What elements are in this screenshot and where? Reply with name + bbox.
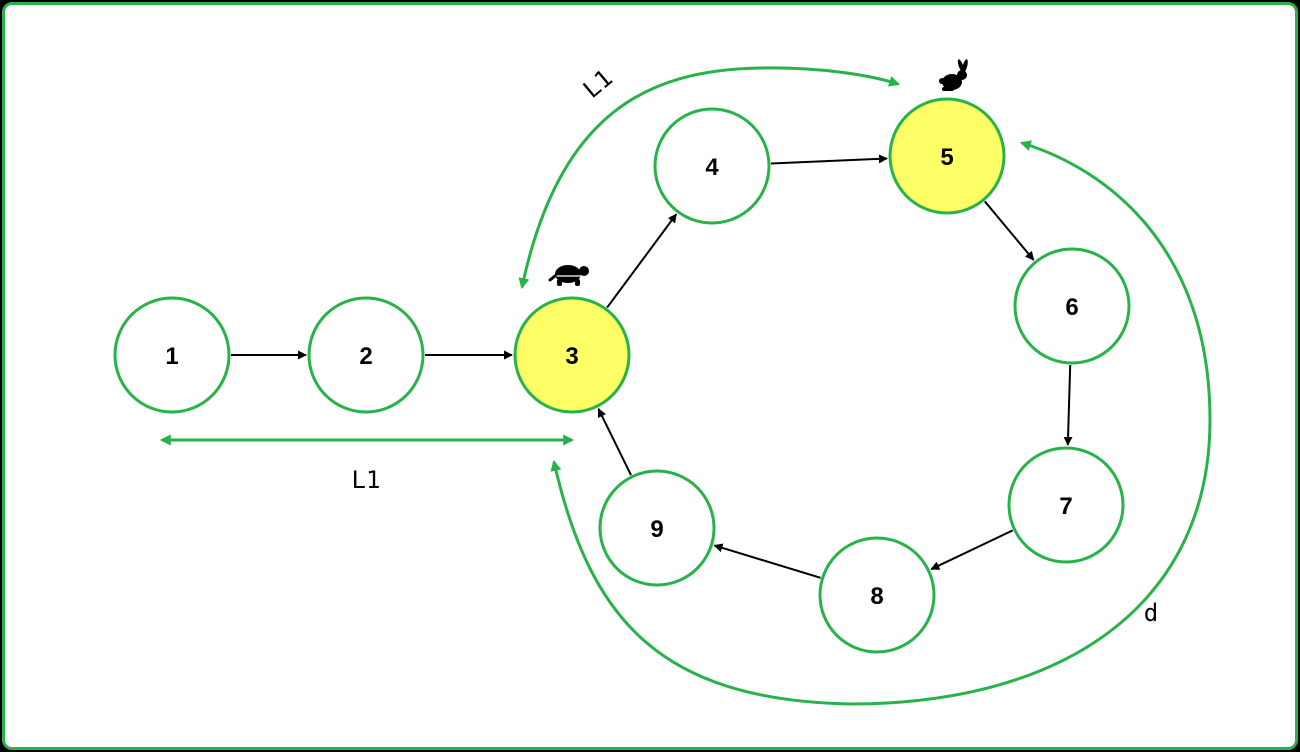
node-label: 9 xyxy=(650,516,663,543)
node-circle xyxy=(307,296,425,414)
node-6: 6 xyxy=(1013,247,1131,365)
edge-3-4 xyxy=(606,213,678,309)
node-7: 7 xyxy=(1007,446,1125,564)
node-circle xyxy=(598,469,716,587)
d-loop-arrow xyxy=(550,140,1212,706)
node-circle xyxy=(513,296,631,414)
annotation-curves xyxy=(159,66,1212,706)
node-9: 9 xyxy=(598,469,716,587)
d-label: d xyxy=(1144,599,1158,627)
node-3: 3 xyxy=(513,296,631,414)
node-2: 2 xyxy=(307,296,425,414)
edge-9-3 xyxy=(597,408,632,476)
node-label: 7 xyxy=(1059,493,1072,520)
node-label: 2 xyxy=(359,343,372,370)
node-5: 5 xyxy=(888,97,1006,215)
nodes-layer: 1 2 3 4 5 6 7 8 9 xyxy=(113,97,1131,654)
node-circle xyxy=(1007,446,1125,564)
node-label: 1 xyxy=(165,343,178,370)
node-circle xyxy=(818,536,936,654)
node-circle xyxy=(1013,247,1131,365)
node-8: 8 xyxy=(818,536,936,654)
edge-7-8 xyxy=(930,529,1014,571)
node-label: 6 xyxy=(1065,294,1078,321)
edge-8-9 xyxy=(713,543,821,579)
node-circle xyxy=(888,97,1006,215)
node-circle xyxy=(653,107,771,225)
node-label: 8 xyxy=(870,583,883,610)
node-label: 3 xyxy=(565,343,578,370)
node-label: 5 xyxy=(940,144,953,171)
rabbit-icon xyxy=(939,59,968,91)
edge-5-6 xyxy=(984,200,1035,261)
l1-top-label: L1 xyxy=(578,64,618,104)
l1-bottom-label: L1 xyxy=(352,466,381,494)
node-1: 1 xyxy=(113,296,231,414)
edge-6-7 xyxy=(1063,364,1073,446)
node-label: 4 xyxy=(705,154,719,181)
node-4: 4 xyxy=(653,107,771,225)
node-circle xyxy=(113,296,231,414)
edge-4-5 xyxy=(770,154,888,165)
tortoise-icon xyxy=(548,265,589,286)
